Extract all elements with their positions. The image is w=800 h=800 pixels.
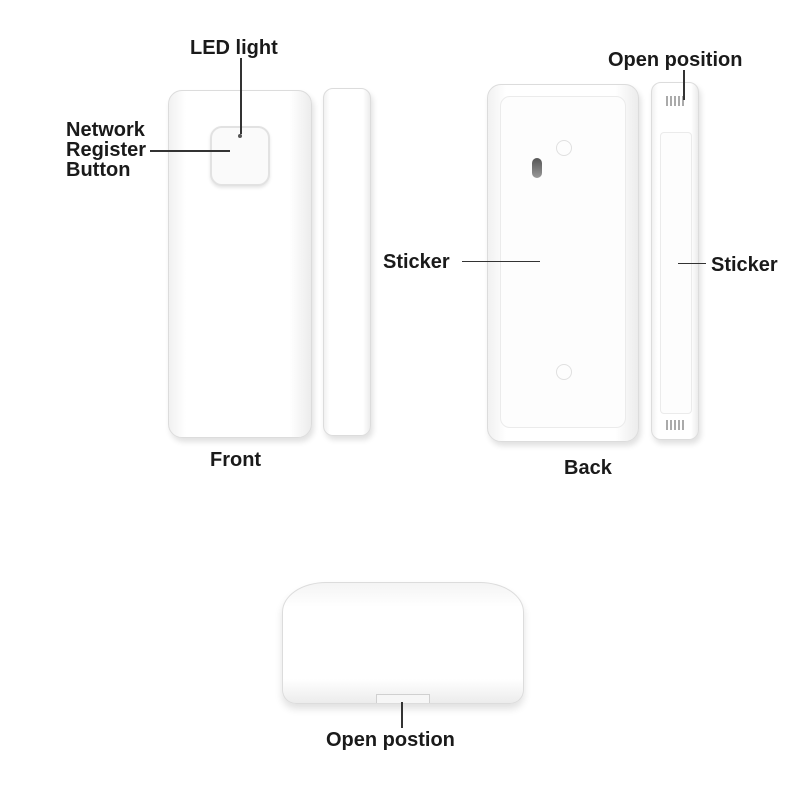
back-screw-hole-top — [556, 140, 572, 156]
network-label-line2: Register — [66, 139, 147, 161]
led-light-label: LED light — [190, 37, 278, 59]
open-position-top-leader-line — [683, 70, 685, 100]
front-label: Front — [210, 449, 262, 471]
sticker-left-label: Sticker — [383, 251, 450, 273]
open-position-mark-top — [666, 96, 684, 106]
sticker-right-leader-line — [678, 263, 706, 264]
network-label-line1: Network — [66, 119, 145, 141]
network-button-leader-line — [150, 150, 230, 152]
sticker-left-leader-line — [462, 261, 540, 262]
sticker-right-label: Sticker — [711, 254, 778, 276]
back-screw-hole-bottom — [556, 364, 572, 380]
led-leader-line — [240, 58, 242, 134]
open-position-bottom-leader-line — [401, 702, 403, 728]
bottom-view-body — [282, 582, 524, 704]
network-label-line3: Button — [66, 159, 131, 181]
led-light-indicator — [238, 134, 242, 138]
back-label: Back — [564, 457, 612, 479]
open-position-bottom-label: Open postion — [326, 729, 455, 751]
front-magnet-strip — [323, 88, 371, 436]
back-magnet-sticker-area — [660, 132, 692, 414]
open-position-notch — [376, 694, 430, 703]
open-position-top-label: Open position — [608, 49, 743, 71]
open-position-mark-bottom — [666, 420, 684, 430]
back-indicator-window — [532, 158, 542, 178]
